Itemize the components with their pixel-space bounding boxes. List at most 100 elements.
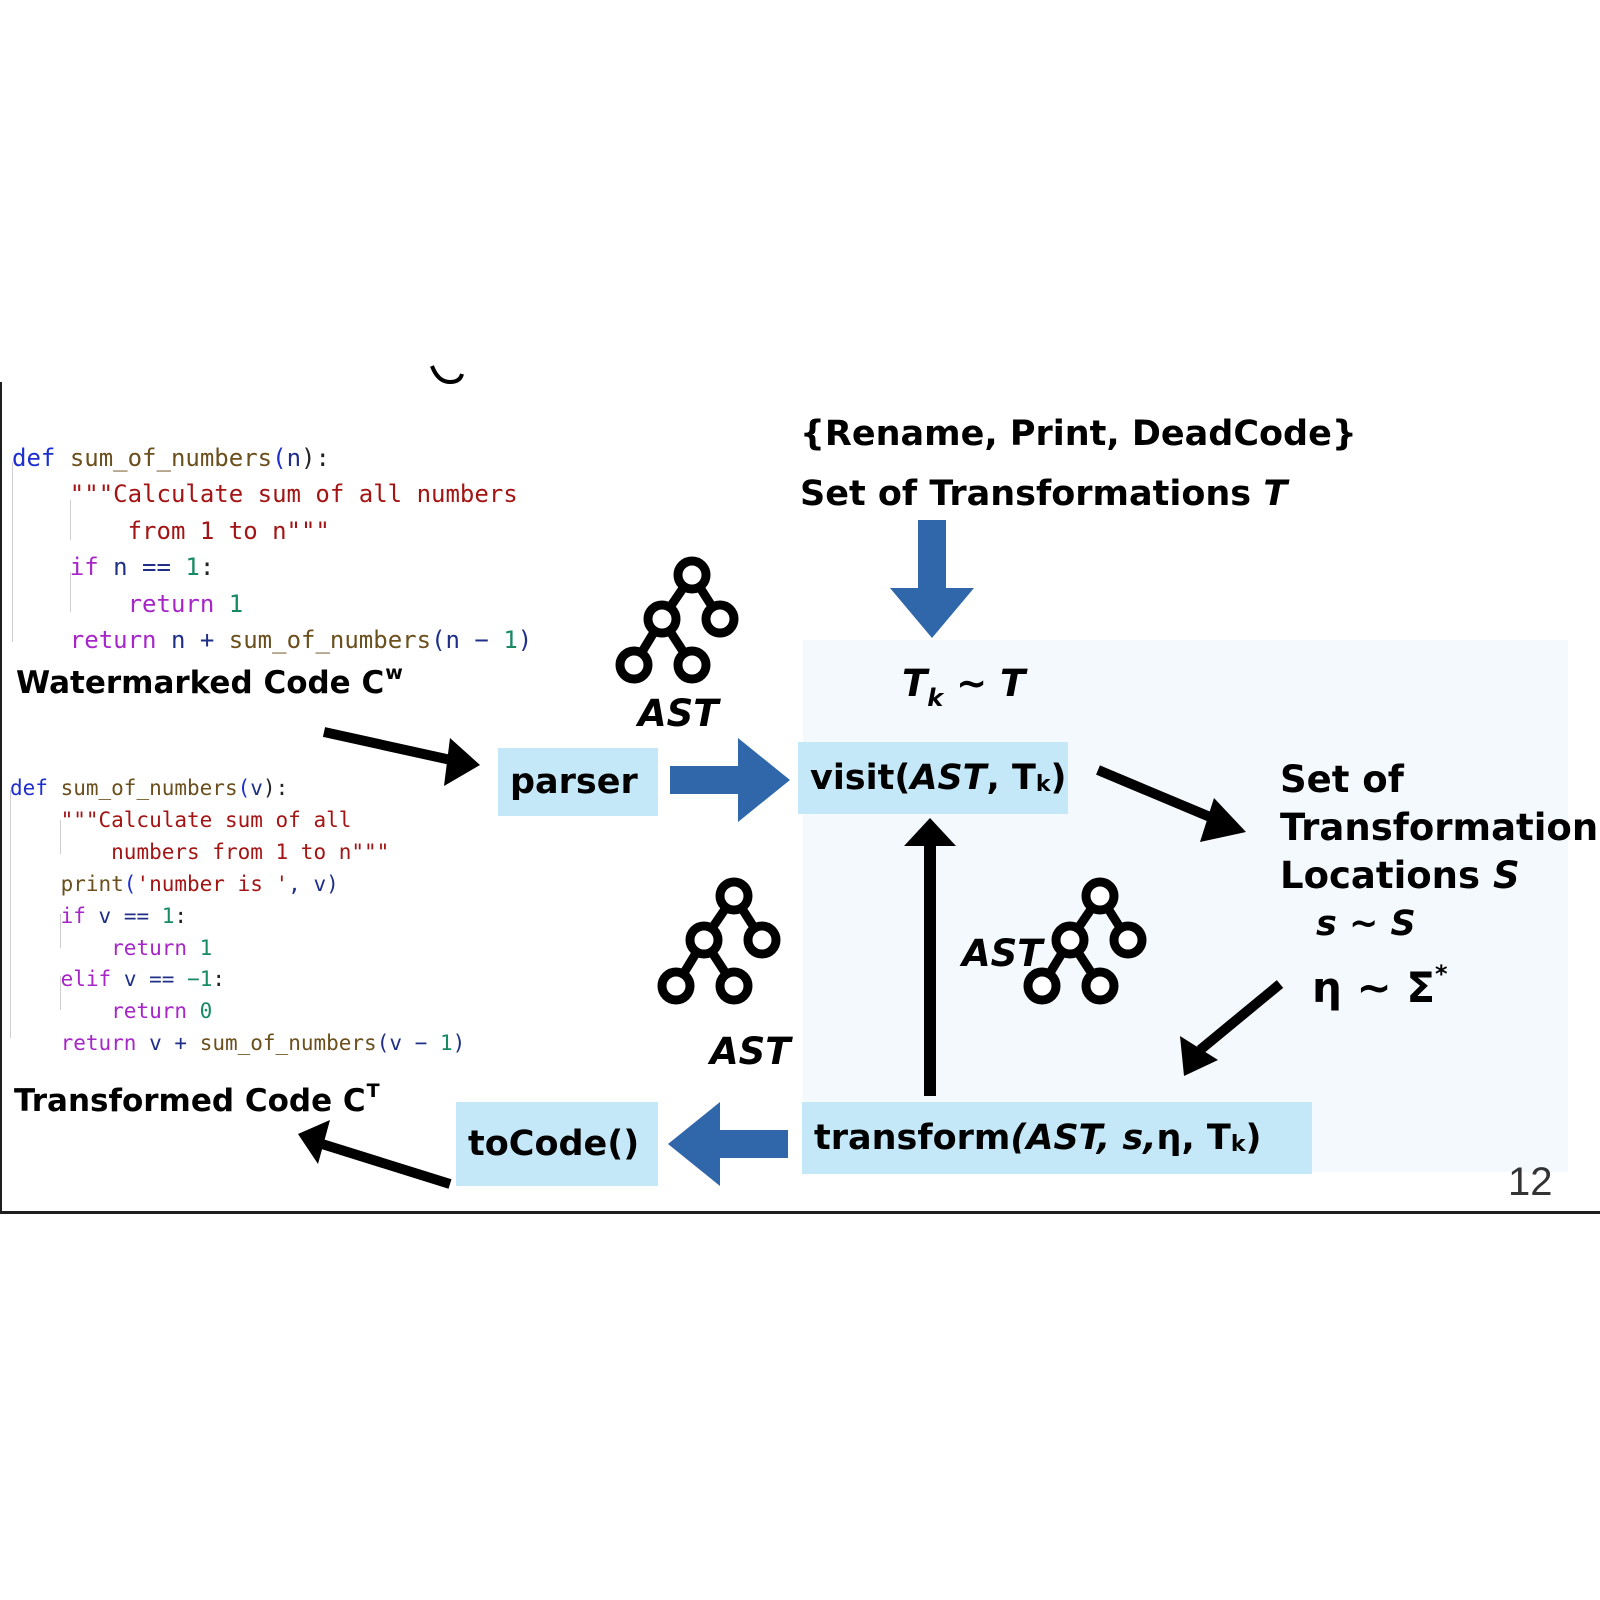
code-line: """Calculate sum of all	[10, 805, 465, 837]
code-token-expr: n ==	[113, 553, 171, 582]
ast-label-right: AST	[962, 932, 1043, 975]
transform-subscript: k	[1230, 1131, 1246, 1157]
code-line: return 1	[10, 933, 465, 965]
code-token-paren: )	[517, 626, 533, 655]
code-line: if n == 1:	[12, 549, 532, 585]
code-token-function: sum_of_numbers	[60, 776, 238, 800]
code-line: def sum_of_numbers(v):	[10, 773, 465, 805]
code-token-punct: :	[174, 903, 188, 928]
code-token-keyword: return	[127, 589, 215, 618]
watermarked-code-block: def sum_of_numbers(n): """Calculate sum …	[12, 440, 532, 658]
transform-close: )	[1245, 1118, 1262, 1158]
locations-line1: Set of	[1280, 758, 1404, 801]
code-token-punct: ):	[301, 444, 330, 472]
code-token-punct: :	[212, 967, 225, 992]
tk-sampling-label: Tk ~ T	[902, 662, 1026, 712]
code-token-number: −1	[187, 967, 213, 992]
code-token-number: 1	[439, 1031, 453, 1056]
code-token-keyword: return	[111, 999, 188, 1024]
code-line: def sum_of_numbers(n):	[12, 440, 532, 476]
visit-close: )	[1050, 758, 1067, 798]
indent-guide	[60, 820, 61, 854]
code-token-keyword: def	[10, 776, 48, 800]
indent-guide	[70, 500, 71, 540]
code-token-docstring: """Calculate sum of all	[60, 807, 352, 832]
code-token-function: sum_of_numbers	[199, 1031, 377, 1056]
transform-args: (AST, s,	[1010, 1118, 1157, 1158]
indent-guide	[60, 914, 61, 948]
transform-eta: η	[1156, 1118, 1182, 1158]
locations-to-transform-arrow	[1180, 980, 1284, 1076]
tocode-box: toCode()	[456, 1102, 658, 1186]
parser-to-visit-arrow	[670, 738, 790, 822]
transform-to-tocode-arrow	[668, 1102, 788, 1186]
transformed-code-caption: Transformed Code CT	[14, 1080, 380, 1119]
code-token-keyword: if	[69, 553, 99, 582]
visit-subscript: k	[1035, 771, 1051, 797]
code-token-expr: v ==	[98, 903, 150, 928]
code-line: return 1	[12, 586, 532, 622]
tocode-to-transformed-arrow	[298, 1120, 452, 1189]
visit-sep: , T	[986, 758, 1036, 798]
ast-tree-icon-top	[615, 556, 739, 684]
code-token-paren: (	[272, 444, 287, 472]
code-token-function: sum_of_numbers	[69, 444, 273, 472]
caption-text: Transformed Code C	[14, 1083, 366, 1119]
eta-sampling-label: η ~ Σ*	[1312, 960, 1448, 1012]
code-token-param: v	[250, 776, 263, 800]
code-token-keyword: def	[12, 444, 56, 472]
code-token-docstring: numbers from 1 to n"""	[111, 839, 390, 864]
watermarked-to-parser-arrow	[322, 727, 480, 786]
watermarked-code-caption: Watermarked Code Cw	[16, 662, 403, 701]
visit-ast: AST	[910, 758, 987, 798]
code-token-keyword: return	[111, 935, 188, 960]
code-token-number: 1	[185, 553, 200, 582]
code-token-paren: (	[237, 776, 251, 800]
code-token-function: sum_of_numbers	[228, 626, 432, 655]
code-token-number: 1	[228, 589, 244, 618]
visit-fn: visit(	[810, 758, 911, 798]
parser-label: parser	[510, 762, 638, 802]
ast-label-bottom-left: AST	[710, 1030, 791, 1073]
transform-sep: , T	[1181, 1118, 1231, 1158]
ast-label-top: AST	[638, 692, 719, 735]
transformation-set-label-text: Set of Transformations	[800, 474, 1252, 514]
locations-line3: Locations S	[1280, 854, 1520, 897]
code-token-number: 0	[199, 999, 213, 1024]
parser-box: parser	[498, 748, 658, 816]
code-token-param: n	[286, 444, 302, 472]
transformation-set-label: Set of Transformations T	[800, 474, 1287, 514]
indent-guide	[60, 976, 61, 1010]
slide-frame	[0, 382, 1600, 1214]
code-line: elif v == −1:	[10, 964, 465, 996]
transform-to-visit-arrow	[904, 818, 956, 1096]
clipped-title-fragment	[430, 365, 464, 385]
locations-symbol: S	[1492, 854, 1520, 897]
tk-distribution: ~ T	[956, 662, 1026, 705]
caption-superscript: w	[385, 662, 403, 684]
ast-tree-icon-right	[1023, 877, 1147, 1005]
code-token-punct: ):	[262, 776, 289, 800]
transformations-down-arrow	[890, 520, 974, 638]
transform-fn: transform	[814, 1118, 1011, 1158]
code-token-expr: n +	[170, 626, 215, 655]
code-line: return v + sum_of_numbers(v − 1)	[10, 1028, 466, 1060]
eta-distribution: η ~ Σ	[1312, 963, 1436, 1012]
code-token-number: 1	[199, 935, 213, 960]
code-token-number: 1	[161, 903, 175, 928]
code-token-number: 1	[503, 626, 518, 655]
code-token-paren: (	[123, 871, 137, 896]
transformation-set-literal: {Rename, Print, DeadCode}	[800, 414, 1357, 454]
code-token-docstring: """Calculate sum of all numbers	[69, 480, 518, 509]
code-token-paren: )	[452, 1031, 466, 1056]
code-token-expr: v ==	[123, 967, 175, 992]
code-line: if v == 1:	[10, 901, 465, 933]
code-line: numbers from 1 to n"""	[10, 837, 465, 869]
s-sampling-label: s ~ S	[1316, 904, 1416, 944]
code-token-expr: (n −	[431, 626, 489, 655]
code-token-punct: :	[199, 553, 215, 582]
code-token-keyword: if	[60, 903, 86, 928]
eta-superscript: *	[1435, 960, 1448, 988]
code-token-expr: v +	[149, 1031, 188, 1056]
